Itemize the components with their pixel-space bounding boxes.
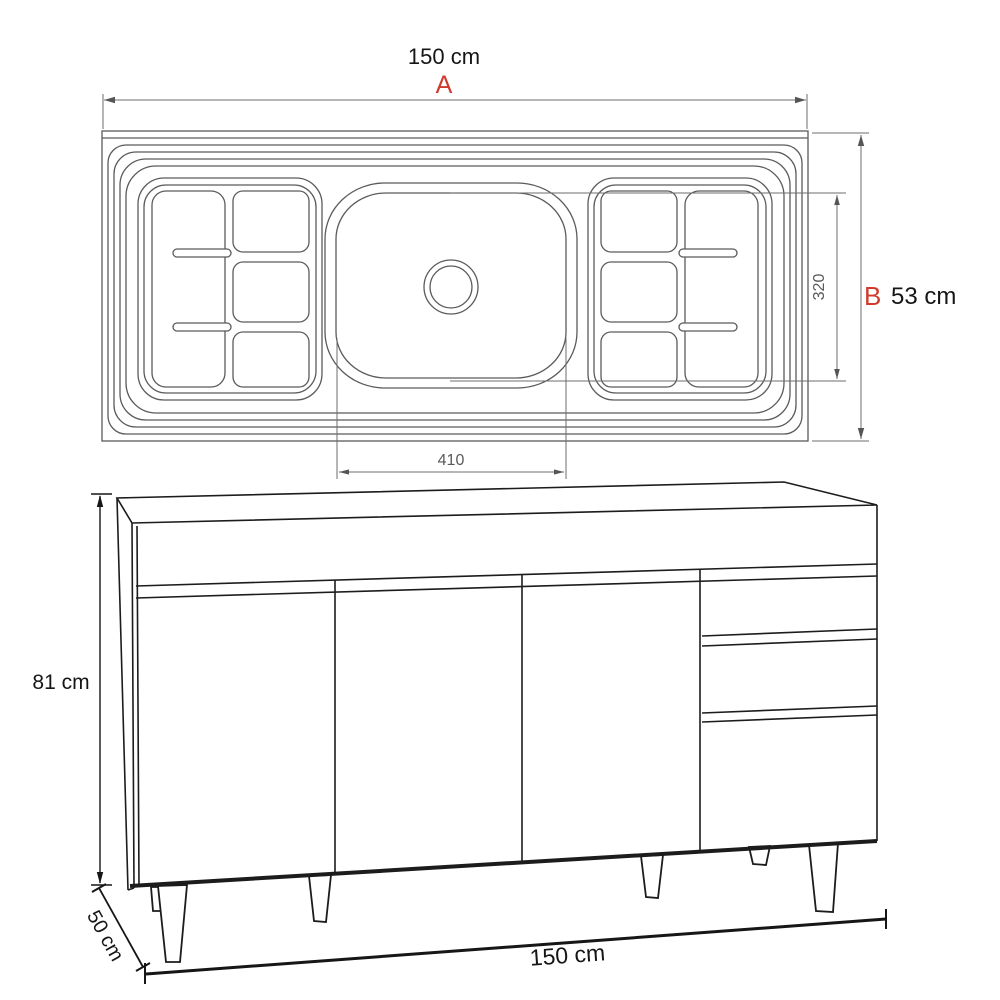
sink-bowl <box>324 182 578 389</box>
cabinet-width-label: 150 cm <box>529 939 606 970</box>
cabinet-height-label: 81 cm <box>32 671 89 694</box>
dimension-width-A <box>102 94 808 129</box>
left-drainboard-cell <box>232 190 310 253</box>
bowl-width-value-label: 410 <box>438 452 465 469</box>
top-depth-value-label: 53 cm <box>891 283 956 310</box>
arrow-down-icon <box>834 369 840 379</box>
cabinet-dimensions <box>91 493 887 984</box>
top-depth-letter-label: B <box>864 281 881 311</box>
leg-mid-right <box>639 854 665 899</box>
left-drainboard <box>137 177 323 401</box>
dimension-bowl-width-410 <box>336 338 567 479</box>
arrow-right-icon <box>554 469 564 475</box>
cabinet-left-bottom-edge <box>127 887 135 891</box>
right-drainboard-cell <box>600 261 678 323</box>
front-rail-bottom-line <box>135 575 878 599</box>
right-drainboard-cell <box>600 331 678 388</box>
cabinet-bottom-edge <box>129 839 878 888</box>
drain-inner <box>429 265 473 309</box>
dimension-height-81 <box>91 493 112 886</box>
bowl-depth-value-label: 320 <box>811 274 828 301</box>
dimension-bowl-depth-320 <box>450 192 846 382</box>
arrow-right-icon <box>795 96 806 104</box>
cabinet-legs <box>150 842 839 963</box>
left-drainboard-groove <box>172 248 232 258</box>
leg-front-right <box>808 842 839 913</box>
arrow-up-icon <box>96 495 104 507</box>
arrow-left-icon <box>104 96 115 104</box>
left-drainboard-cell <box>232 261 310 323</box>
leg-front-left <box>157 884 188 963</box>
arrow-down-icon <box>857 428 865 439</box>
right-drainboard <box>587 177 773 401</box>
cabinet-left-back-edge <box>116 497 129 891</box>
front-rail-top-line <box>135 563 878 587</box>
cabinet-front-view <box>115 481 878 963</box>
sink-top-view <box>101 130 809 442</box>
countertop-outline <box>101 130 809 442</box>
dimension-width-150 <box>144 909 887 984</box>
right-drainboard-groove <box>678 248 738 258</box>
right-drainboard-cell <box>600 190 678 253</box>
cabinet-top-face <box>115 481 878 524</box>
drain-outer <box>423 259 479 315</box>
sink-rim-profile <box>107 144 803 435</box>
arrow-left-icon <box>339 469 349 475</box>
arrow-up-icon <box>857 135 865 146</box>
leg-mid-left <box>307 874 333 923</box>
cabinet-left-front-edge <box>131 522 135 889</box>
dimension-depth-B <box>812 132 869 442</box>
left-drainboard-groove <box>172 322 232 332</box>
cabinet-left-front-edge-inner <box>136 525 140 887</box>
right-drainboard-groove <box>678 322 738 332</box>
cabinet-depth-label: 50 cm <box>82 907 128 965</box>
top-width-letter-label: A <box>436 71 453 99</box>
left-drainboard-cell <box>232 331 310 388</box>
top-view-dimensions <box>102 94 869 479</box>
arrow-down-icon <box>96 872 104 884</box>
dimension-depth-50 <box>91 883 151 972</box>
arrow-up-icon <box>834 195 840 205</box>
right-drainboard-tall-cell <box>684 190 759 388</box>
left-drainboard-tall-cell <box>151 190 226 388</box>
drawer-dividers <box>701 628 878 723</box>
top-width-value-label: 150 cm <box>408 44 480 69</box>
